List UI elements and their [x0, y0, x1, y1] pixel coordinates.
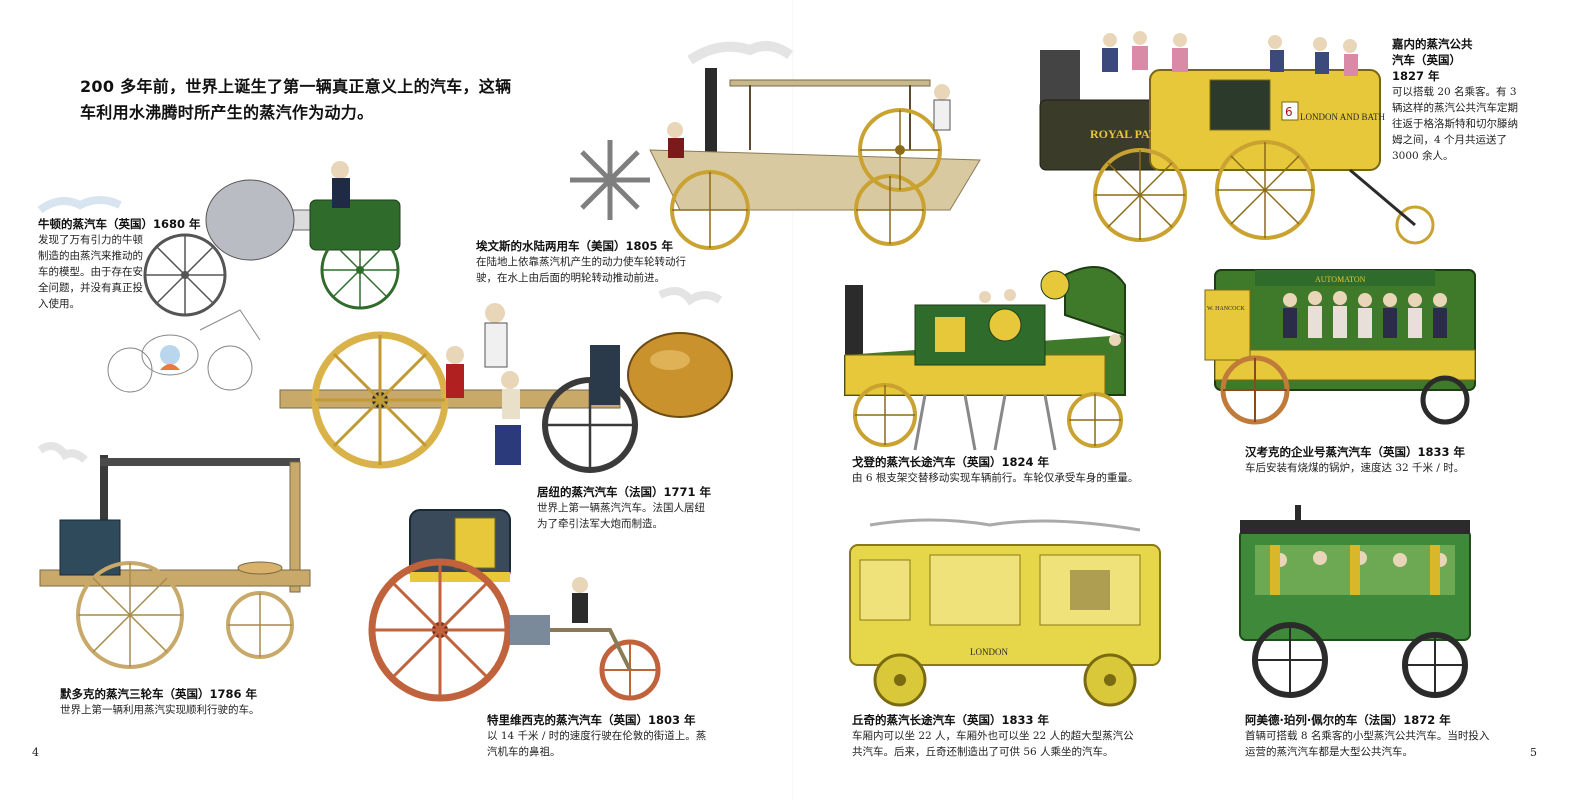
caption-gurney-desc: 可以搭载 20 名乘客。有 3 辆这样的蒸汽公共汽车定期往返于格洛斯特和切尔滕纳…	[1392, 86, 1518, 162]
bus-number-text: 6	[1285, 105, 1293, 119]
caption-bollee: 阿美德·珀列·佩尔的车（法国）1872 年 首辆可搭载 8 名乘客的小型蒸汽公共…	[1245, 712, 1505, 760]
newton-steam-car-illustration	[20, 140, 420, 400]
royal-patent-text: ROYAL PATENT	[1090, 127, 1181, 141]
page-number-left: 4	[32, 746, 39, 759]
caption-murdoch-title: 默多克的蒸汽三轮车（英国）1786 年	[60, 687, 258, 701]
intro-text: 200 多年前，世界上诞生了第一辆真正意义上的汽车，这辆车利用水沸腾时所产生的蒸…	[80, 77, 512, 122]
page-gutter	[792, 0, 794, 800]
caption-evans-desc: 在陆地上依靠蒸汽机产生的动力使车轮转动行驶，在水上由后面的明轮转动推动前进。	[476, 256, 686, 284]
london-bath-text: LONDON AND BATH	[1300, 112, 1385, 122]
bollee-car-illustration	[1235, 500, 1480, 705]
caption-murdoch-desc: 世界上第一辆利用蒸汽实现顺利行驶的车。	[60, 704, 260, 716]
church-steam-coach-illustration: LONDON	[840, 515, 1170, 710]
murdoch-tricycle-illustration	[30, 440, 320, 670]
caption-hancock: 汉考克的企业号蒸汽汽车（英国）1833 年 车后安装有烧煤的锅炉，速度达 32 …	[1245, 444, 1505, 476]
gurney-bus-illustration: ROYAL PATENT LONDON AND BATH 6	[1030, 20, 1435, 245]
caption-bollee-title: 阿美德·珀列·佩尔的车（法国）1872 年	[1245, 713, 1451, 727]
caption-gordon-title: 戈登的蒸汽长途汽车（英国）1824 年	[852, 455, 1050, 469]
caption-gurney-title: 嘉内的蒸汽公共汽车（英国）1827 年	[1392, 37, 1473, 83]
caption-trevithick-title: 特里维西克的蒸汽汽车（英国）1803 年	[487, 713, 696, 727]
caption-church-title: 丘奇的蒸汽长途汽车（英国）1833 年	[852, 713, 1050, 727]
caption-cugnot-desc: 世界上第一辆蒸汽汽车。法国人居纽为了牵引法军大炮而制造。	[537, 502, 705, 530]
caption-gordon-desc: 由 6 根支架交替移动实现车辆前行。车轮仅承受车身的重量。	[852, 472, 1139, 484]
gordon-steam-coach-illustration	[825, 255, 1175, 455]
caption-cugnot-title: 居纽的蒸汽汽车（法国）1771 年	[537, 485, 712, 499]
caption-church-desc: 车厢内可以坐 22 人，车厢外也可以坐 22 人的超大型蒸汽公共汽车。后来，丘奇…	[852, 730, 1134, 758]
caption-newton: 牛顿的蒸汽车（英国）1680 年 发现了万有引力的牛顿制造的由蒸汽来推动的车的模…	[38, 216, 201, 312]
caption-trevithick-desc: 以 14 千米 / 时的速度行驶在伦敦的街道上。蒸汽机车的鼻祖。	[487, 730, 707, 758]
caption-newton-desc: 发现了万有引力的牛顿制造的由蒸汽来推动的车的模型。由于存在安全问题，并没有真正投…	[38, 234, 143, 310]
caption-evans-title: 埃文斯的水陆两用车（美国）1805 年	[476, 239, 674, 253]
caption-cugnot: 居纽的蒸汽汽车（法国）1771 年 世界上第一辆蒸汽汽车。法国人居纽为了牵引法军…	[537, 484, 727, 532]
caption-trevithick: 特里维西克的蒸汽汽车（英国）1803 年 以 14 千米 / 时的速度行驶在伦敦…	[487, 712, 727, 760]
caption-evans: 埃文斯的水陆两用车（美国）1805 年 在陆地上依靠蒸汽机产生的动力使车轮转动行…	[476, 238, 726, 286]
cugnot-steam-car-illustration	[279, 285, 740, 480]
caption-bollee-desc: 首辆可搭载 8 名乘客的小型蒸汽公共汽车。当时投入运营的蒸汽汽车都是大型公共汽车…	[1245, 730, 1490, 758]
evans-amphibious-illustration	[570, 40, 990, 250]
london-church-text: LONDON	[970, 647, 1008, 657]
hancock-enterprise-illustration: AUTOMATON W. HANCOCK	[1195, 260, 1480, 430]
automaton-text: AUTOMATON	[1315, 275, 1366, 284]
caption-hancock-desc: 车后安装有烧煤的锅炉，速度达 32 千米 / 时。	[1245, 462, 1465, 474]
caption-gurney: 嘉内的蒸汽公共汽车（英国）1827 年 可以搭载 20 名乘客。有 3 辆这样的…	[1392, 36, 1532, 164]
w-hancock-text: W. HANCOCK	[1207, 306, 1245, 312]
caption-hancock-title: 汉考克的企业号蒸汽汽车（英国）1833 年	[1245, 445, 1466, 459]
caption-newton-title: 牛顿的蒸汽车（英国）1680 年	[38, 217, 201, 231]
caption-murdoch: 默多克的蒸汽三轮车（英国）1786 年 世界上第一辆利用蒸汽实现顺利行驶的车。	[60, 686, 320, 718]
trevithick-car-illustration	[360, 500, 680, 705]
caption-gordon: 戈登的蒸汽长途汽车（英国）1824 年 由 6 根支架交替移动实现车辆前行。车轮…	[852, 454, 1172, 486]
page-number-right: 5	[1530, 746, 1537, 759]
caption-church: 丘奇的蒸汽长途汽车（英国）1833 年 车厢内可以坐 22 人，车厢外也可以坐 …	[852, 712, 1152, 760]
